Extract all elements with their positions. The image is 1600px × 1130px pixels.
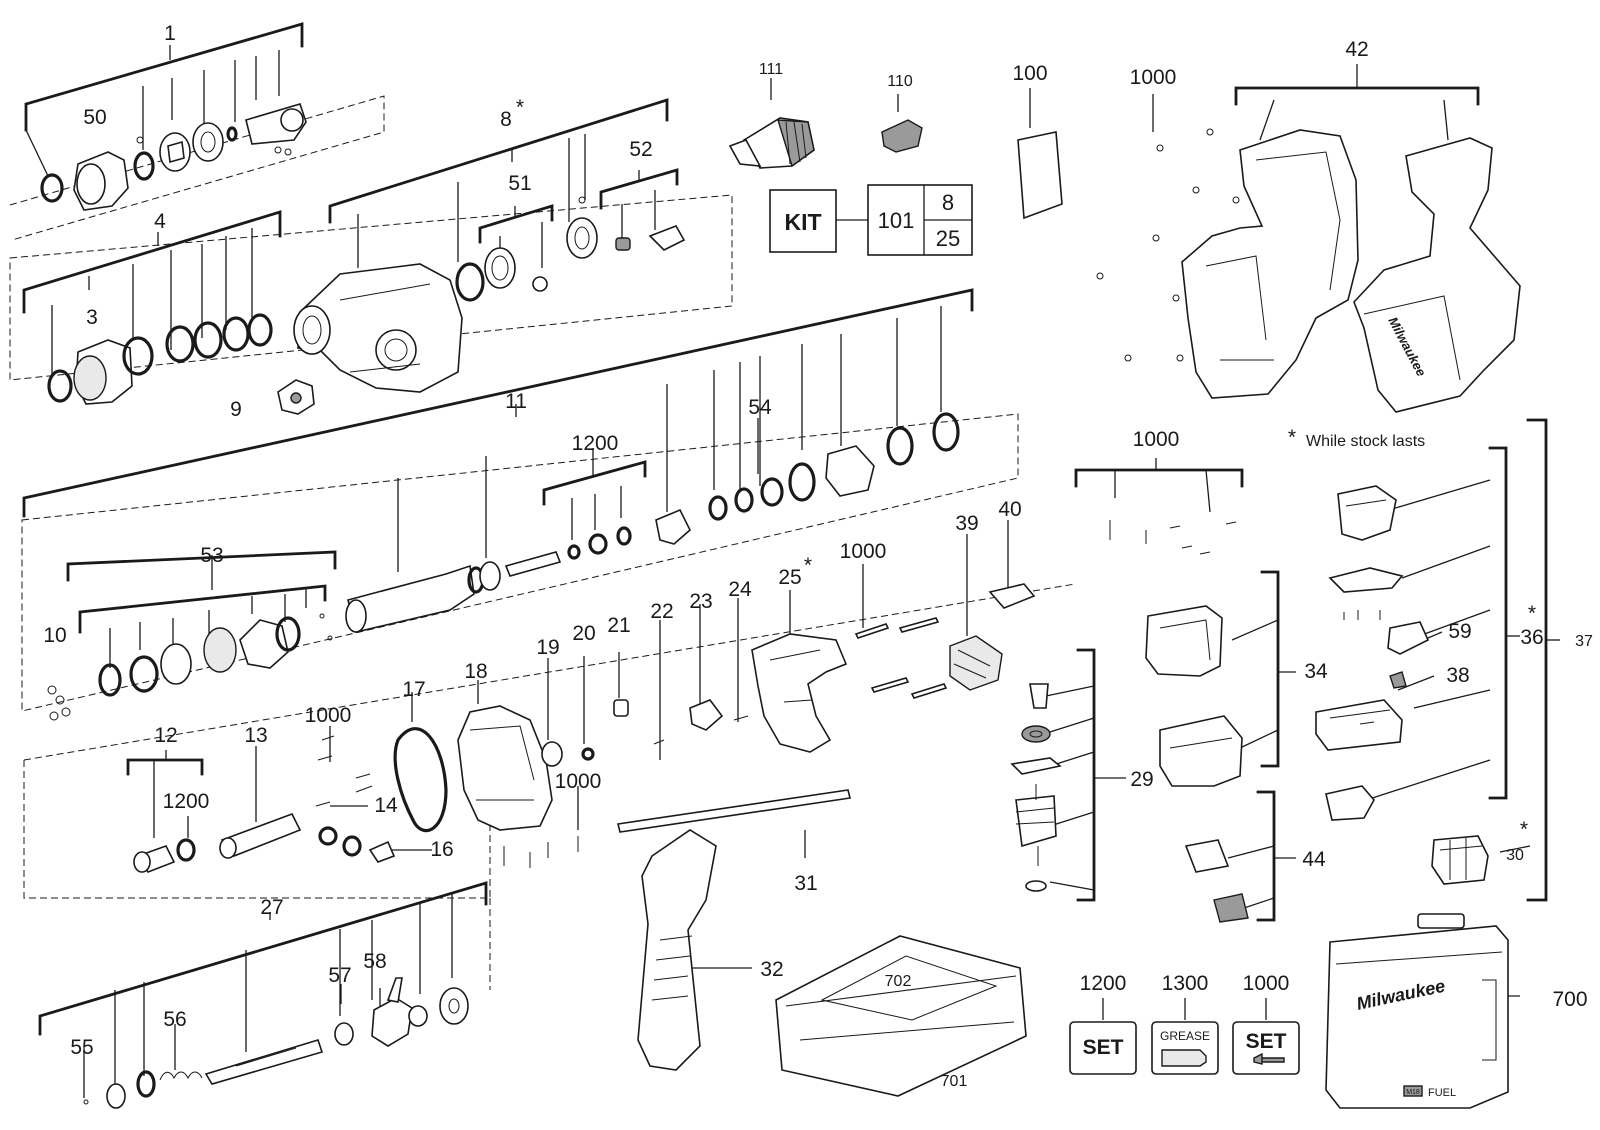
callout-37: 37 (1575, 633, 1593, 650)
callout-38: 38 (1446, 664, 1469, 687)
callout-8-asterisk: * (516, 96, 524, 119)
callout-10: 10 (43, 624, 66, 647)
callout-25-asterisk: * (804, 554, 812, 577)
kit-box (769, 189, 837, 253)
callout-39: 39 (955, 512, 978, 535)
note: * While stock lasts (1288, 426, 1425, 450)
callout-8: 8 (500, 108, 512, 131)
callout-56: 56 (163, 1008, 186, 1031)
callout-22: 22 (650, 600, 673, 623)
kit-table: KIT 101 8 25 (784, 190, 960, 251)
callout-21: 21 (607, 614, 630, 637)
kit-part-2: 25 (936, 226, 960, 251)
callout-12: 12 (154, 724, 177, 747)
callout-24: 24 (728, 578, 752, 601)
callout-40: 40 (998, 498, 1021, 521)
callout-19: 19 (536, 636, 559, 659)
note-asterisk: * (1288, 426, 1296, 449)
set-box-1000-label: SET (1246, 1030, 1287, 1053)
callout-17: 17 (402, 678, 425, 701)
callout-702: 702 (885, 973, 912, 990)
kit-label: KIT (784, 209, 821, 235)
callout-1000-mid: 1000 (555, 770, 602, 793)
callout-labels: 1 50 8 51 52 4 3 9 11 1200 54 53 10 12 1… (43, 22, 1593, 1090)
callout-30-asterisk: * (1520, 818, 1528, 841)
callout-23: 23 (689, 590, 712, 613)
callout-44: 44 (1302, 848, 1326, 871)
callout-1000-left: 1000 (305, 704, 352, 727)
callout-1000-set: 1000 (1243, 972, 1290, 995)
kit-number: 101 (878, 208, 915, 233)
callout-55: 55 (70, 1036, 93, 1059)
callout-110: 110 (887, 73, 913, 90)
callout-51: 51 (508, 172, 531, 195)
callout-11: 11 (505, 390, 527, 413)
callout-57: 57 (328, 964, 351, 987)
case-700-badge-text: M18 (1406, 1089, 1420, 1096)
callout-1000-top: 1000 (1130, 66, 1177, 89)
callout-1200-upper: 1200 (572, 432, 619, 455)
callout-1200-lower: 1200 (163, 790, 210, 813)
callout-25: 25 (778, 566, 801, 589)
assembly-boundaries (9, 95, 1076, 990)
grease-tube-icon (1161, 1049, 1207, 1067)
screw-icon (1253, 1052, 1285, 1065)
callout-36: 36 (1520, 626, 1543, 649)
case-700-fuel: FUEL (1428, 1087, 1456, 1099)
case-700-badge (1403, 1085, 1423, 1097)
grease-box-label: GREASE (1160, 1029, 1210, 1043)
service-boxes: SET GREASE SET (1069, 1021, 1300, 1075)
callout-27: 27 (260, 896, 283, 919)
callout-50: 50 (83, 106, 106, 129)
callout-32: 32 (760, 958, 783, 981)
set-box-1200 (1069, 1021, 1137, 1075)
callout-42: 42 (1345, 38, 1368, 61)
callout-111: 111 (759, 61, 783, 78)
callout-3: 3 (86, 306, 98, 329)
callout-701: 701 (941, 1073, 968, 1090)
callout-53: 53 (200, 544, 223, 567)
callout-700: 700 (1552, 988, 1587, 1011)
kit-part-1: 8 (942, 190, 954, 215)
callout-1000-handle: 1000 (840, 540, 887, 563)
callout-16: 16 (430, 838, 453, 861)
parts (40, 103, 1521, 1109)
callout-59: 59 (1448, 620, 1471, 643)
callout-100: 100 (1012, 62, 1047, 85)
callout-1300-grease: 1300 (1162, 972, 1209, 995)
callout-13: 13 (244, 724, 267, 747)
callout-29: 29 (1130, 768, 1153, 791)
set-box-1200-label: SET (1083, 1036, 1124, 1059)
callout-36-asterisk: * (1528, 602, 1536, 625)
callout-4: 4 (154, 210, 166, 233)
callout-34: 34 (1304, 660, 1328, 683)
callout-58: 58 (363, 950, 386, 973)
callout-30: 30 (1506, 847, 1524, 864)
callout-1200-set: 1200 (1080, 972, 1127, 995)
callout-9: 9 (230, 398, 242, 421)
callout-52: 52 (629, 138, 652, 161)
callout-20: 20 (572, 622, 595, 645)
callout-31: 31 (794, 872, 817, 895)
callout-1000-right: 1000 (1133, 428, 1180, 451)
callout-54: 54 (748, 396, 772, 419)
note-text: While stock lasts (1306, 433, 1425, 450)
brackets-and-leaders (22, 22, 1560, 1098)
callout-1: 1 (164, 22, 176, 45)
callout-18: 18 (464, 660, 487, 683)
callout-14: 14 (374, 794, 398, 817)
